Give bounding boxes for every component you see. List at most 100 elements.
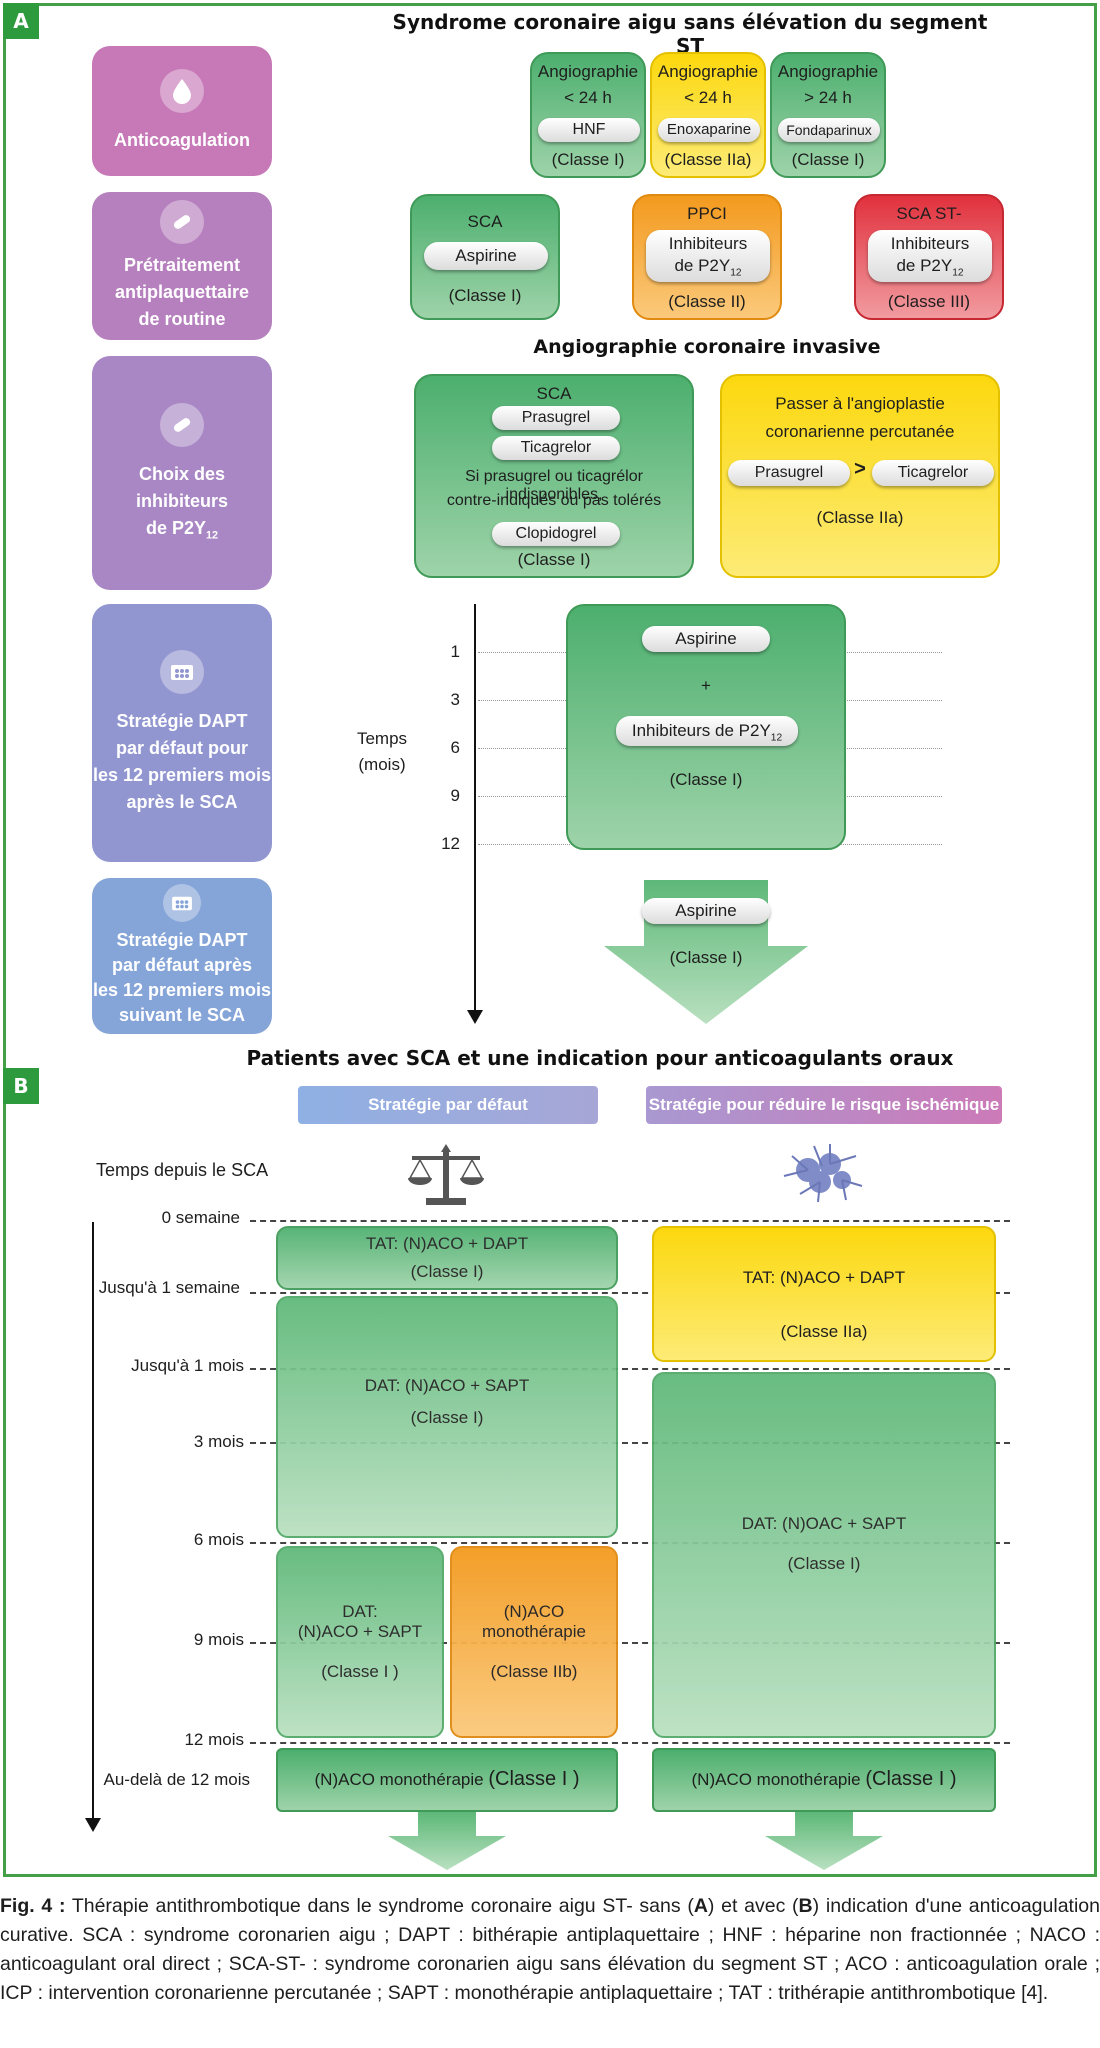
- angiography-title: Angiographie coronaire invasive: [533, 336, 881, 358]
- anticoag-box-hnf: Angiographie < 24 h HNF (Classe I): [530, 52, 646, 178]
- timeline-gridline: [250, 1642, 1010, 1644]
- drug-pill-aspirine: Aspirine: [424, 242, 548, 270]
- platelet-cluster-icon: [783, 1144, 863, 1203]
- class-label: (Classe I ): [488, 1768, 580, 1790]
- left-final-box: (N)ACO monothérapie (Classe I ): [276, 1748, 618, 1812]
- figure-caption: Fig. 4 : Thérapie antithrombotique dans …: [0, 1892, 1100, 2008]
- tick-label: 12: [441, 834, 460, 853]
- box-line: DAT: (N)OAC + SAPT: [741, 1514, 907, 1533]
- greater-than-sign: >: [854, 458, 866, 480]
- box-title: coronarienne percutanée: [765, 422, 955, 441]
- pill-line: de P2Y12: [646, 255, 770, 284]
- figure-frame: [3, 3, 1097, 1877]
- tick-label: Au-delà de 12 mois: [103, 1770, 250, 1789]
- box-line: (N)ACO monothérapie (Classe I ): [654, 1768, 994, 1791]
- tick-label: Jusqu'à 1 mois: [131, 1356, 244, 1375]
- pill-icon: [160, 199, 204, 244]
- right-final-box: (N)ACO monothérapie (Classe I ): [652, 1748, 996, 1812]
- row-label-line: par défaut pour: [115, 738, 248, 758]
- time-axis-label: Temps (mois): [352, 726, 412, 778]
- timeline-gridline: [250, 1742, 1010, 1744]
- class-label: (Classe III): [887, 292, 971, 311]
- choice-box-sca: SCA Prasugrel Ticagrelor Si prasugrel ou…: [414, 374, 694, 578]
- pill-line: Inhibiteurs: [890, 234, 970, 253]
- row-label-pretreatment: Prétraitement antiplaquettaire de routin…: [92, 192, 272, 340]
- caption-a: A: [693, 1895, 708, 1917]
- right-tat-box: TAT: (N)ACO + DAPT (Classe IIa): [652, 1226, 996, 1362]
- subscript: 12: [952, 267, 964, 279]
- box-title: SCA: [467, 212, 503, 231]
- drug-pill-p2y12: Inhibiteurs de P2Y12: [646, 230, 770, 282]
- drug-pill-ticagrelor: Ticagrelor: [872, 460, 994, 486]
- pretreat-box-ppci: PPCI Inhibiteurs de P2Y12 (Classe II): [632, 194, 782, 320]
- panel-b-title: Patients avec SCA et une indication pour…: [246, 1046, 954, 1070]
- subscript: 12: [730, 267, 742, 279]
- left-dat-box: DAT: (N)ACO + SAPT (Classe I): [276, 1296, 618, 1538]
- banner-ischemic-strategy: Stratégie pour réduire le risque ischémi…: [646, 1086, 1002, 1124]
- caption-label: Fig. 4 :: [0, 1895, 66, 1917]
- class-label: (Classe I): [669, 770, 743, 789]
- pretreat-box-sca: SCA Aspirine (Classe I): [410, 194, 560, 320]
- balance-scale-icon: [408, 1144, 484, 1205]
- timeline-gridline: [250, 1292, 1010, 1294]
- box-title: SCA: [536, 384, 572, 403]
- row-label-line: antiplaquettaire: [114, 281, 250, 302]
- left-dat2-box: DAT: (N)ACO + SAPT (Classe I ): [276, 1546, 444, 1738]
- class-label: (Classe IIa): [664, 150, 752, 169]
- class-label: (Classe I ): [865, 1768, 957, 1790]
- class-label: (Classe I): [410, 1262, 484, 1281]
- anticoag-box-enoxaparine: Angiographie < 24 h Enoxaparine (Classe …: [650, 52, 766, 178]
- drug-pill-p2y12: Inhibiteurs de P2Y12: [868, 230, 992, 282]
- timeline-gridline: [250, 1442, 1010, 1444]
- panel-a-title: Syndrome coronaire aigu sans élévation d…: [392, 10, 988, 58]
- drug-pill-clopidogrel: Clopidogrel: [492, 522, 620, 546]
- drug-pill-fondaparinux: Fondaparinux: [778, 118, 880, 142]
- tick-label: 12 mois: [184, 1730, 244, 1749]
- box-note: contre-indiqués ou pas tolérés: [446, 492, 662, 509]
- axis-label-line: Temps: [356, 729, 408, 748]
- left-down-arrow: [388, 1812, 506, 1870]
- row-label-p2y12-choice: Choix des inhibiteurs de P2Y12: [92, 356, 272, 590]
- tick-label: 9: [450, 786, 460, 805]
- row-label-line: Choix des: [138, 463, 226, 484]
- pretreat-box-sca-st: SCA ST- Inhibiteurs de P2Y12 (Classe III…: [854, 194, 1004, 320]
- timeline-gridline: [250, 1542, 1010, 1544]
- class-label: (Classe IIa): [816, 508, 904, 527]
- box-title: SCA ST-: [896, 204, 962, 223]
- class-label: (Classe IIa): [780, 1322, 868, 1341]
- class-label: (Classe I): [669, 948, 743, 967]
- pill-line: Inhibiteurs: [668, 234, 748, 253]
- class-label: (Classe I): [551, 150, 625, 169]
- panel-a-tag: A: [3, 3, 39, 39]
- caption-text: ) et avec (: [707, 1895, 799, 1917]
- time-axis-arrowhead: [467, 1010, 483, 1024]
- row-label-dapt-12-months: Stratégie DAPT par défaut pour les 12 pr…: [92, 604, 272, 862]
- pill-line: de P2Y12: [868, 255, 992, 284]
- tick-label: 6: [450, 738, 460, 757]
- right-dat-box: DAT: (N)OAC + SAPT (Classe I): [652, 1372, 996, 1738]
- drug-pill-hnf: HNF: [538, 118, 640, 142]
- drug-pill-prasugrel: Prasugrel: [728, 460, 850, 486]
- row-label-line: suivant le SCA: [118, 1005, 246, 1026]
- box-line: monothérapie: [482, 1622, 586, 1641]
- anticoag-box-fondaparinux: Angiographie > 24 h Fondaparinux (Classe…: [770, 52, 886, 178]
- box-line: TAT: (N)ACO + DAPT: [742, 1268, 906, 1287]
- time-axis-b: [92, 1222, 94, 1822]
- axis-label-line: (mois): [358, 755, 406, 774]
- pill-pack-icon: [160, 650, 204, 694]
- class-label: (Classe I): [517, 550, 591, 569]
- class-label: (Classe II): [668, 292, 746, 311]
- drug-pill-p2y12: Inhibiteurs de P2Y12: [616, 716, 798, 746]
- box-line: > 24 h: [804, 88, 852, 107]
- row-label-line: Stratégie DAPT: [116, 711, 248, 731]
- time-axis-arrowhead: [85, 1818, 101, 1832]
- caption-b: B: [798, 1895, 813, 1917]
- drug-pill-prasugrel: Prasugrel: [492, 406, 620, 430]
- tick-label: Jusqu'à 1 semaine: [98, 1278, 240, 1297]
- box-line: (N)ACO monothérapie (Classe I ): [278, 1768, 616, 1791]
- box-line: DAT: (N)ACO + SAPT: [364, 1376, 530, 1395]
- dapt-12-month-box: Aspirine + Inhibiteurs de P2Y12 (Classe …: [566, 604, 846, 850]
- class-label: (Classe I ): [321, 1662, 399, 1681]
- left-tat-box: TAT: (N)ACO + DAPT (Classe I): [276, 1226, 618, 1290]
- box-title: Passer à l'angioplastie: [775, 394, 945, 413]
